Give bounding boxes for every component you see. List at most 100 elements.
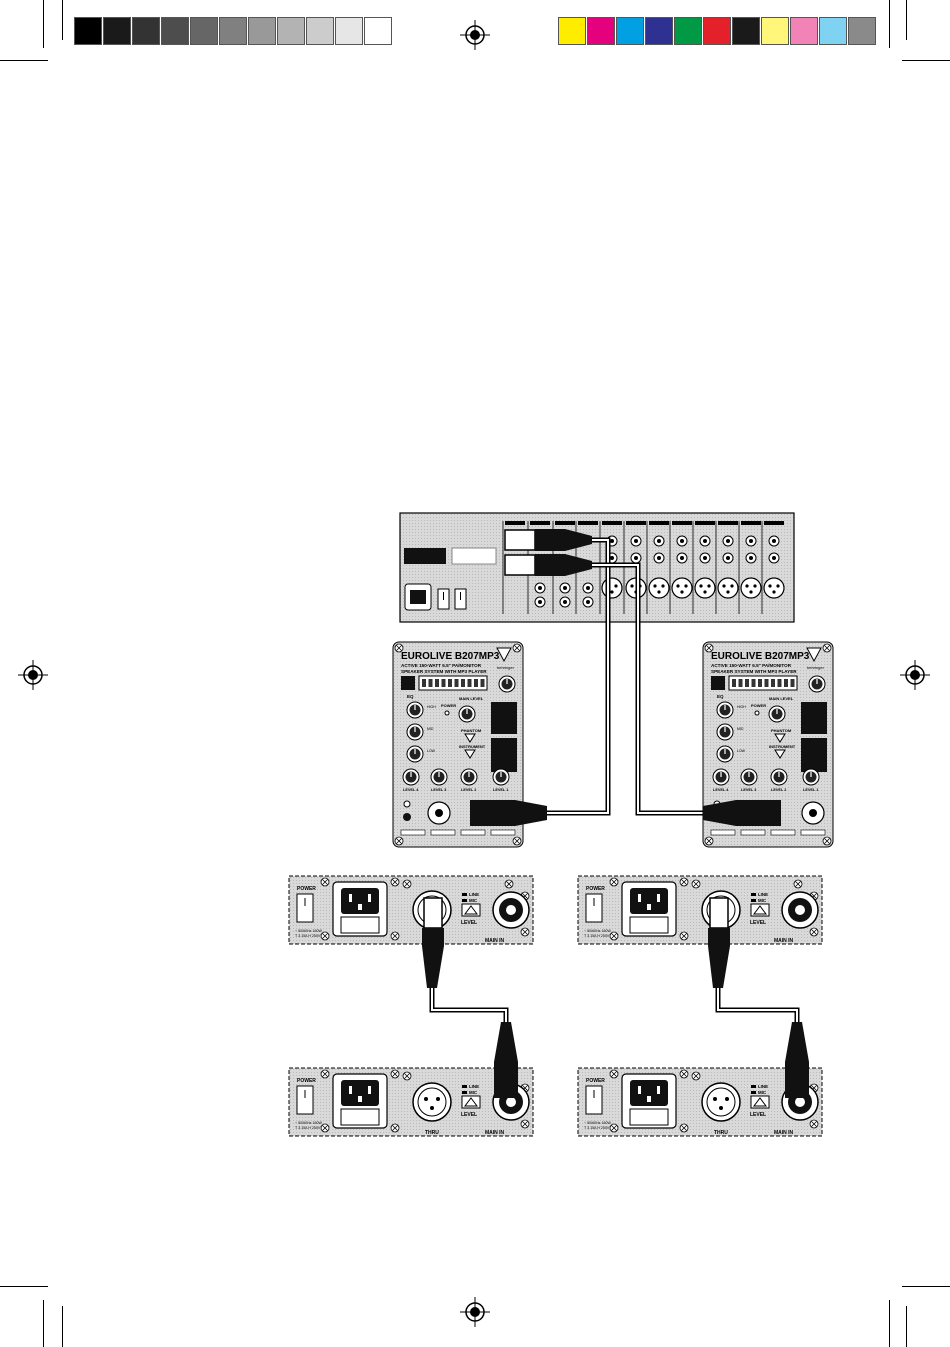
panel-label: MAIN IN: [774, 1130, 794, 1136]
panel-label: MIC: [758, 1090, 767, 1095]
channel-strip-header: [555, 521, 575, 525]
panel-label: LEVEL 3: [741, 788, 756, 792]
panel-label: LEVEL: [461, 920, 477, 926]
low-knob-icon: [716, 745, 734, 763]
color-swatch: [248, 17, 276, 45]
channel-strip-header: [578, 521, 598, 525]
panel-label: ~ 50/60Hz 160W: [295, 1121, 322, 1125]
xlr-input-icon: [740, 577, 762, 599]
panel-label: MAIN LEVEL: [769, 696, 794, 701]
jack-icon: [722, 535, 734, 547]
panel-label: behringer: [497, 665, 515, 670]
brand-title: EUROLIVE B207MP3: [711, 651, 810, 662]
jack-icon: [534, 582, 546, 594]
screw-icon: [320, 877, 330, 887]
jack-icon: [630, 535, 642, 547]
channel-strip-header: [602, 521, 622, 525]
panel-label: LEVEL 1: [803, 788, 818, 792]
panel-label: MAIN LEVEL: [459, 696, 484, 701]
panel-label: LEVEL 4: [403, 788, 419, 792]
button-group: [801, 738, 827, 772]
crop-mark: [889, 0, 890, 48]
panel-label: POWER: [586, 886, 605, 892]
panel-label: POWER: [441, 703, 456, 708]
screw-icon: [679, 1069, 689, 1079]
panel-label: LEVEL 2: [771, 788, 786, 792]
screw-icon: [809, 1119, 819, 1129]
panel-label: PHANTOM: [771, 728, 792, 733]
xlr-plug-icon: [708, 897, 730, 988]
screw-icon: [609, 1123, 619, 1133]
panel-label: POWER: [297, 1078, 316, 1084]
power-socket-icon: [630, 1080, 668, 1106]
level-knob-icon: [740, 768, 758, 786]
panel-label: LEVEL 4: [713, 788, 729, 792]
level-knob-icon: [460, 768, 478, 786]
panel-label: POWER: [751, 703, 766, 708]
jack-icon: [676, 535, 688, 547]
panel-label: T 3.15A H 250V: [295, 1126, 321, 1130]
panel-label: MID: [737, 727, 744, 731]
panel-label: LEVEL 3: [431, 788, 446, 792]
panel-label: ~ 50/60Hz 160W: [584, 1121, 611, 1125]
jack-icon: [534, 596, 546, 608]
crop-mark: [906, 1306, 907, 1347]
color-swatch: [306, 17, 334, 45]
screw-icon: [520, 927, 530, 937]
xlr-plug-icon: [494, 1022, 518, 1098]
screw-icon: [809, 927, 819, 937]
screw-icon: [394, 836, 404, 846]
crop-mark: [0, 60, 48, 61]
crop-mark: [889, 1300, 890, 1347]
panel-label: LOW: [737, 749, 746, 753]
panel-label: LOW: [427, 749, 436, 753]
panel-label: THRU: [425, 1130, 439, 1136]
color-swatch: [790, 17, 818, 45]
panel-label: LINE: [469, 892, 479, 897]
main-level-knob-icon: [458, 705, 476, 723]
panel-label: T 3.15A H 250V: [584, 1126, 610, 1130]
color-swatch: [219, 17, 247, 45]
panel-label: ACTIVE 150-WATT 6.5" PA/MONITOR: [401, 663, 482, 668]
screw-icon: [390, 877, 400, 887]
panel-label: MID: [427, 727, 434, 731]
panel-label: HIGH: [737, 705, 746, 709]
mixer-label-plate: [404, 548, 446, 564]
jack-icon: [699, 552, 711, 564]
color-swatch: [364, 17, 392, 45]
jack-icon: [653, 535, 665, 547]
panel-label: LEVEL: [461, 1112, 477, 1118]
behringer-logo-icon: [806, 647, 822, 663]
brand-title: EUROLIVE B207MP3: [401, 651, 500, 662]
color-swatch: [558, 17, 586, 45]
screw-icon: [320, 1069, 330, 1079]
power-socket-icon: [341, 888, 379, 914]
color-swatch: [674, 17, 702, 45]
panel-label: MAIN IN: [485, 1130, 505, 1136]
high-knob-icon: [716, 701, 734, 719]
color-swatch: [703, 17, 731, 45]
channel-strip-header: [764, 521, 784, 525]
panel-label: ~ 50/60Hz 160W: [295, 929, 322, 933]
xlr-plug-icon: [504, 554, 592, 576]
panel-label: PHANTOM: [461, 728, 482, 733]
screw-icon: [691, 1071, 701, 1081]
screw-icon: [691, 879, 701, 889]
xlr-input-icon: [671, 577, 693, 599]
crop-mark: [43, 1300, 44, 1347]
jack-icon: [582, 596, 594, 608]
color-swatch: [848, 17, 876, 45]
panel-label: T 3.15A H 250V: [295, 934, 321, 938]
screw-icon: [390, 1069, 400, 1079]
panel-label: T 3.15A H 250V: [584, 934, 610, 938]
crop-mark: [0, 1286, 48, 1287]
crop-mark: [902, 1286, 950, 1287]
panel-label: SPEAKER SYSTEM WITH MP3 PLAYER: [401, 669, 487, 674]
xlr-input-icon: [763, 577, 785, 599]
